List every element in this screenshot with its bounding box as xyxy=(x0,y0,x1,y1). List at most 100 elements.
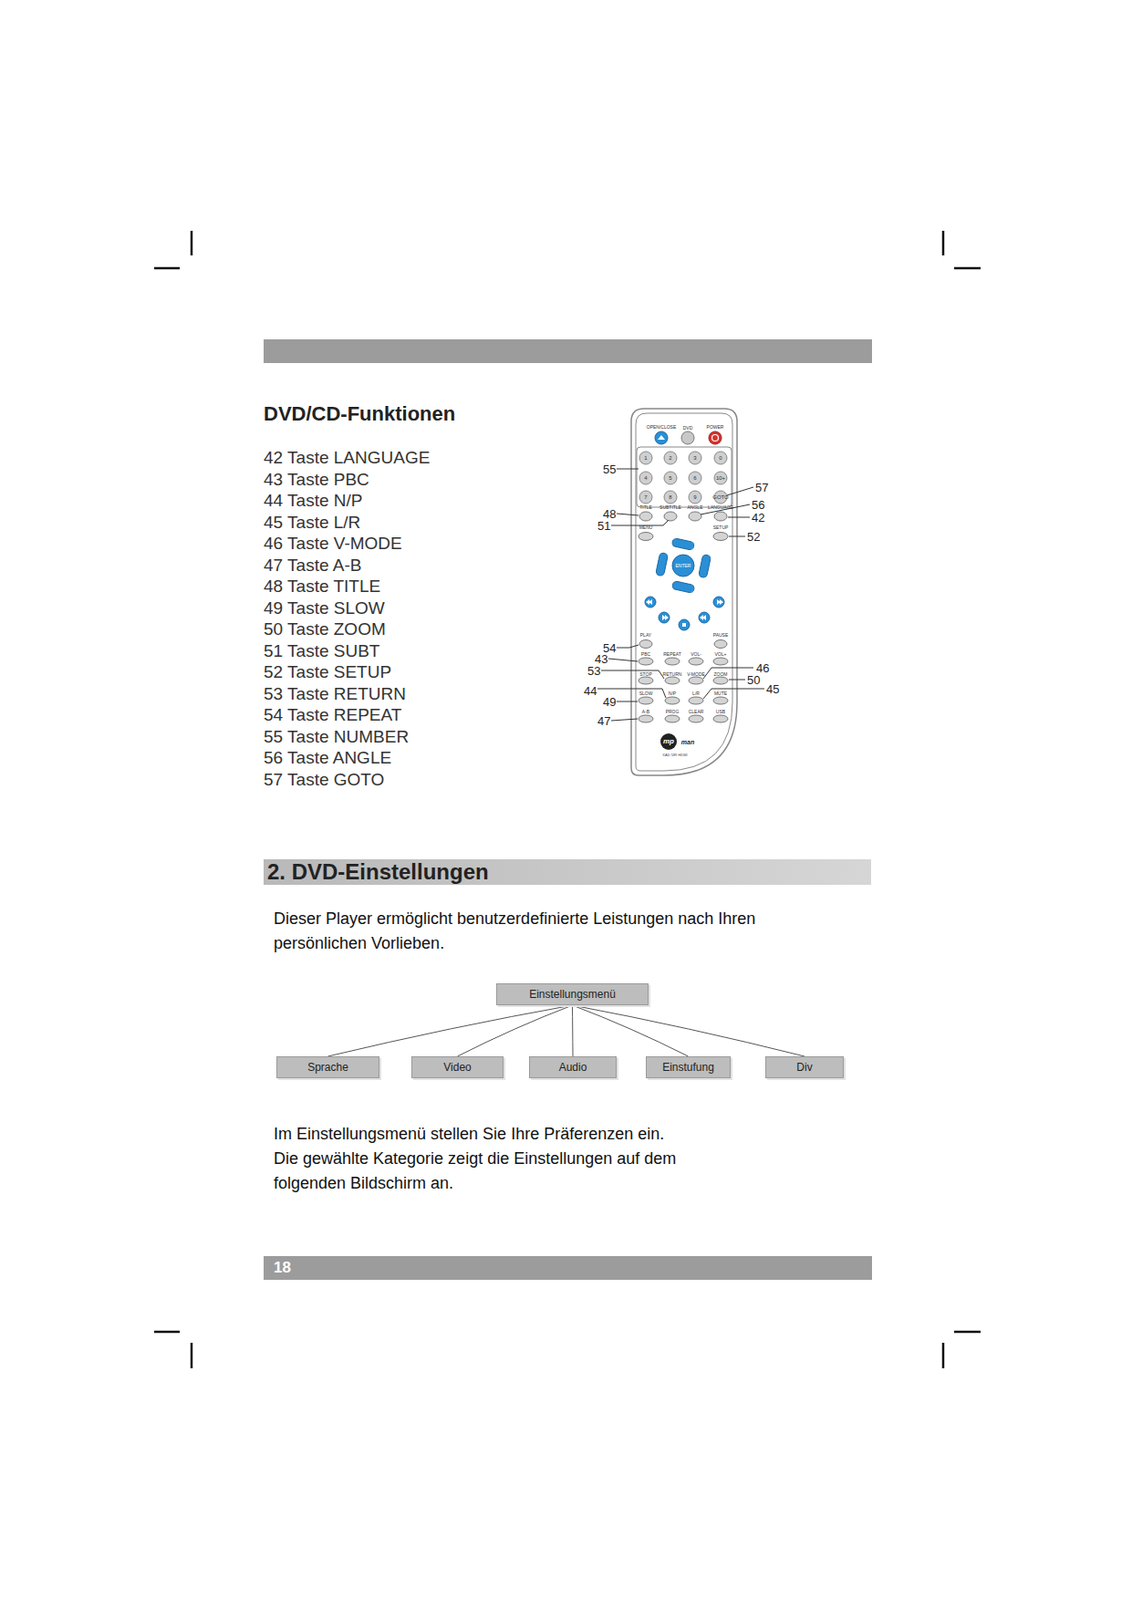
leader-line xyxy=(616,644,639,648)
remote-button xyxy=(657,435,665,440)
crop-mark xyxy=(154,230,981,1369)
tree-connector xyxy=(457,1005,573,1057)
leader-line xyxy=(608,658,638,662)
callout-number: 49 xyxy=(602,695,616,708)
menu-box: Einstufung xyxy=(645,1056,731,1079)
crop-mark xyxy=(190,230,194,256)
button-label: PBC xyxy=(641,652,651,657)
transport-icon xyxy=(645,599,653,605)
function-list-item: 51 Taste SUBT xyxy=(263,642,380,660)
callout-number: 45 xyxy=(766,683,779,696)
button-label: TITLE xyxy=(639,505,653,510)
number-key xyxy=(664,451,677,465)
leader-line xyxy=(728,679,746,681)
callout-number: 42 xyxy=(751,511,765,524)
button-label: DVD xyxy=(683,425,694,431)
node-text: Einstufung xyxy=(662,1060,715,1074)
button-label: ANGLE xyxy=(687,505,704,510)
number-key xyxy=(714,471,727,485)
navigation-pad xyxy=(698,553,712,578)
remote-body xyxy=(631,408,738,776)
remote-button xyxy=(713,657,728,665)
transport-icon xyxy=(716,599,724,605)
function-list-item: 57 Taste GOTO xyxy=(263,770,385,789)
remote-button xyxy=(638,676,654,685)
function-list-item: 42 Taste LANGUAGE xyxy=(263,448,430,467)
remote-button xyxy=(638,532,654,541)
number-key xyxy=(664,471,677,485)
remote-button xyxy=(664,676,680,685)
node-text: Einstellungsmenü xyxy=(529,987,616,1001)
number-key xyxy=(639,471,653,485)
navigation-pad xyxy=(698,612,710,624)
button-label: VOL- xyxy=(690,652,702,657)
header-bar xyxy=(263,339,873,364)
leader-line xyxy=(728,536,746,538)
section-title: DVD/CD-Funktionen xyxy=(263,404,456,425)
callout-number: 53 xyxy=(587,664,601,677)
remote-button xyxy=(714,511,727,521)
menu-box: Einstellungsmenü xyxy=(496,983,649,1006)
tree-connector xyxy=(328,1005,573,1057)
remote-button xyxy=(638,715,654,723)
function-list-item: 48 Taste TITLE xyxy=(263,577,381,595)
navigation-pad xyxy=(672,554,695,577)
remote-button xyxy=(654,431,722,445)
crop-mark xyxy=(190,1342,194,1369)
node-text: Audio xyxy=(559,1060,588,1074)
number-key xyxy=(688,490,702,504)
key-label: 6 xyxy=(693,475,696,481)
remote-button xyxy=(664,696,680,705)
key-label: 9 xyxy=(693,494,696,500)
crop-mark xyxy=(954,267,981,271)
navigation-pad xyxy=(658,612,670,624)
remote-button xyxy=(664,657,680,665)
key-label: 1 xyxy=(643,455,647,461)
navigation-pad xyxy=(713,596,725,608)
leader-line xyxy=(611,718,638,721)
remote-button xyxy=(713,532,728,541)
crop-mark xyxy=(954,1330,981,1334)
number-key xyxy=(639,490,653,504)
button-label: POWER xyxy=(706,425,725,430)
button-label: REPEAT xyxy=(663,652,682,657)
button-label: A-B xyxy=(642,709,650,715)
number-key xyxy=(688,471,702,485)
remote-button xyxy=(654,431,668,445)
button-label: V-MODE xyxy=(686,672,706,677)
logo-badge xyxy=(660,733,677,750)
node-text: Sprache xyxy=(307,1060,349,1074)
leader-line xyxy=(726,487,754,496)
remote-button xyxy=(638,657,654,665)
remote-button xyxy=(638,696,654,705)
key-label: 0 xyxy=(718,455,722,461)
button-label: L/R xyxy=(692,691,700,696)
brand-logo: mp xyxy=(663,737,675,746)
tree-connector xyxy=(572,1005,689,1057)
callout-number: 43 xyxy=(594,653,608,665)
remote-button xyxy=(681,431,695,445)
callout-number: 51 xyxy=(597,519,611,532)
remote-button xyxy=(639,640,653,649)
function-list-item: 52 Taste SETUP xyxy=(263,663,392,681)
button-label: VOL+ xyxy=(715,652,727,657)
leader-line xyxy=(601,670,665,679)
button-label: SUBTITLE xyxy=(659,505,682,510)
node-text: Div xyxy=(796,1060,812,1074)
function-list-item: 44 Taste N/P xyxy=(263,491,363,509)
callout-number: 46 xyxy=(756,662,769,675)
menu-box: Div xyxy=(765,1056,844,1079)
callout-number: 52 xyxy=(747,530,760,543)
navigation-pad xyxy=(644,596,656,608)
function-list-item: 54 Taste REPEAT xyxy=(263,706,402,724)
remote-button xyxy=(688,715,704,723)
remote-button xyxy=(639,511,653,521)
remote-button xyxy=(712,435,719,442)
key-label: 8 xyxy=(668,494,672,500)
function-list-item: 46 Taste V-MODE xyxy=(263,534,403,552)
button-label: ENTER xyxy=(675,563,692,569)
navigation-pad xyxy=(671,581,695,594)
key-label: 4 xyxy=(643,475,647,481)
crop-mark xyxy=(154,1330,180,1334)
